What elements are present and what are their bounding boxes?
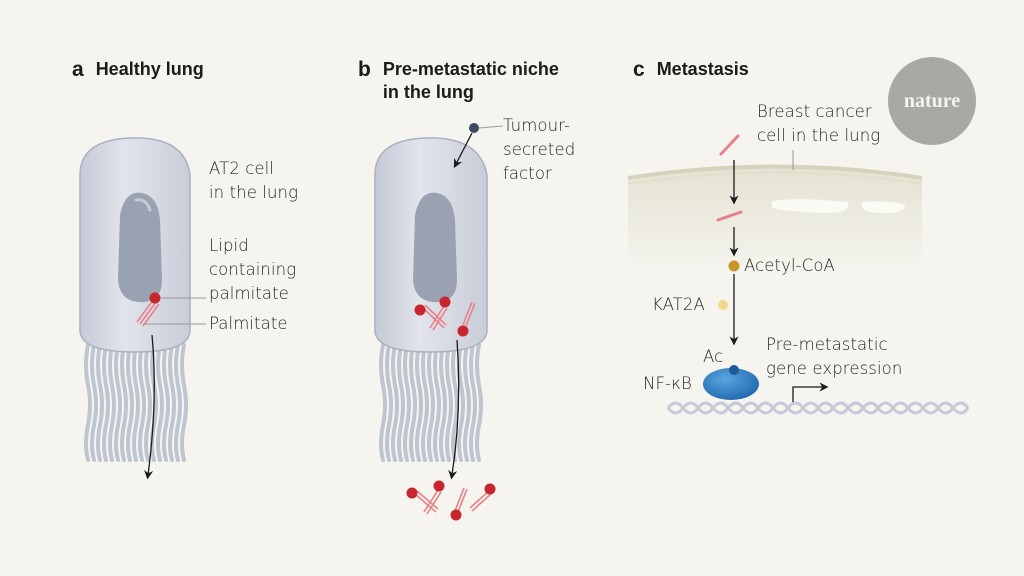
microvillus: [385, 343, 393, 462]
palmitate-label: Palmitate: [209, 314, 288, 333]
lipid-label: Lipid containing palmitate: [209, 236, 297, 303]
microvillus: [397, 343, 405, 462]
nature-logo: nature: [888, 57, 976, 145]
microvillus: [421, 343, 429, 462]
microvillus: [451, 343, 459, 462]
microvillus: [132, 343, 140, 462]
tumour-factor-icon: [469, 123, 479, 133]
nfkb-label: NF-κB: [643, 374, 692, 393]
cancer-cell-label: Breast cancer cell in the lung: [757, 102, 881, 145]
at2-cell-label: AT2 cell in the lung: [209, 159, 299, 202]
microvilli: [84, 343, 188, 462]
microvillus: [90, 343, 98, 462]
acetyl-coa-icon: [728, 260, 740, 272]
microvillus: [168, 343, 176, 462]
nfkb-icon: [703, 368, 759, 400]
microvillus: [108, 343, 116, 462]
tumour-factor-label: Tumour- secreted factor: [503, 116, 576, 183]
microvillus: [144, 343, 152, 462]
kat2a-label: KAT2A: [652, 295, 705, 314]
microvillus: [162, 343, 170, 462]
microvillus: [427, 343, 435, 462]
microvillus: [84, 343, 92, 462]
gene-expression-label: Pre-metastatic gene expression: [766, 335, 903, 378]
microvillus: [126, 343, 134, 462]
microvillus: [457, 343, 465, 462]
microvillus: [102, 343, 110, 462]
microvillus: [439, 343, 447, 462]
microvillus: [114, 343, 122, 462]
palmitate-icon: [136, 299, 160, 327]
microvillus: [180, 343, 188, 462]
dna-strand: [666, 401, 970, 415]
microvillus: [415, 343, 423, 462]
at2-cell-healthy: [79, 137, 206, 480]
dna-icon: [666, 401, 970, 415]
microvillus: [120, 343, 128, 462]
acetyl-group-icon: [729, 365, 739, 375]
microvillus: [379, 343, 387, 462]
microvillus: [138, 343, 146, 462]
microvillus: [475, 343, 483, 462]
microvillus: [445, 343, 453, 462]
acetyl-coa-label: Acetyl-CoA: [744, 256, 835, 275]
ac-label: Ac: [703, 347, 724, 366]
kat2a-icon: [718, 300, 728, 310]
microvillus: [433, 343, 441, 462]
microvillus: [174, 343, 182, 462]
cancer-cell: [627, 134, 970, 415]
microvillus: [409, 343, 417, 462]
microvillus: [469, 343, 477, 462]
microvillus: [463, 343, 471, 462]
nucleus: [413, 192, 457, 303]
microvillus: [391, 343, 399, 462]
microvillus: [403, 343, 411, 462]
lipid-head-icon: [149, 292, 161, 304]
microvillus: [96, 343, 104, 462]
nucleus: [118, 192, 162, 303]
microvillus: [156, 343, 164, 462]
at2-cell-premetastatic: [374, 123, 504, 521]
